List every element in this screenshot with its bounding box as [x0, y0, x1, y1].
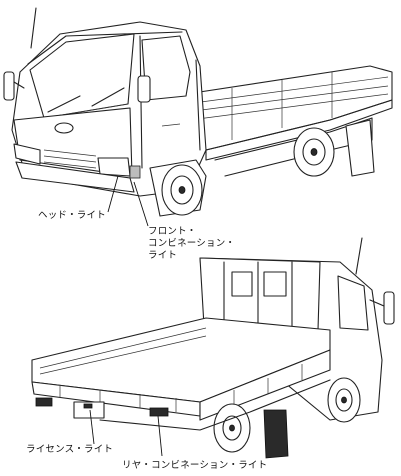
front-combination-leader — [133, 181, 149, 227]
left-mirror — [3, 71, 15, 101]
rear-combination-leader — [157, 415, 163, 457]
wipers — [47, 87, 125, 113]
mud-flap — [345, 119, 375, 177]
rear-cab-window — [337, 275, 369, 331]
label-headlight: ヘッド・ライト — [38, 210, 106, 221]
label-rear-combination: リヤ・コンビネーション・ライト — [122, 460, 268, 471]
license-light-leader — [89, 409, 95, 445]
antenna — [30, 7, 37, 49]
rear-view-truck — [31, 237, 395, 459]
emblem — [54, 122, 74, 134]
front-bumper — [15, 161, 135, 193]
headlight-leader — [107, 175, 119, 213]
label-license-light: ライセンス・ライト — [26, 444, 114, 455]
right-headlight — [97, 157, 131, 177]
rear-antenna — [355, 237, 363, 275]
rear-mirror — [383, 291, 395, 325]
label-front-combination-line2: コンビネーション・ — [148, 238, 236, 249]
license-plate-area — [73, 401, 105, 419]
rear-mud-flap — [263, 409, 289, 459]
label-front-combination-line1: フロント・ — [148, 226, 197, 237]
front-view-truck — [3, 7, 393, 227]
rear-combination-light-right — [149, 407, 169, 417]
right-mirror — [137, 75, 151, 103]
rear-combination-light-left — [35, 397, 53, 407]
license-light — [83, 403, 93, 409]
left-headlight — [13, 143, 41, 165]
label-front-combination-line3: ライト — [148, 250, 178, 261]
front-combination-light — [129, 165, 141, 179]
